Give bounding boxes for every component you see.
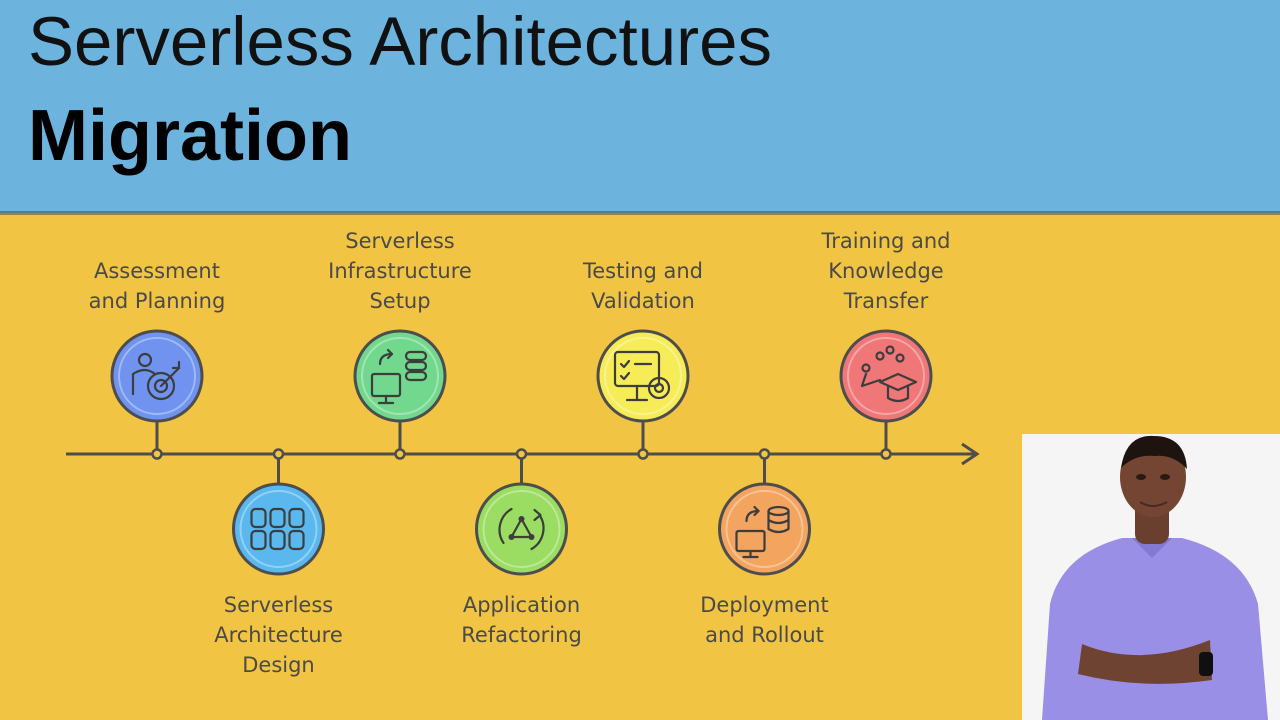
step-label-line: Knowledge [828,259,944,283]
timeline-step-deployment [718,448,811,576]
monitor-sync-icon [370,348,428,405]
timeline-node-dot [394,448,406,460]
step-label-line: Validation [591,289,695,313]
timeline-step-training [839,329,933,460]
header-banner: Serverless Architectures Migration [0,0,1280,213]
step-label-line: and Rollout [705,623,824,647]
step-label-assessment: Assessment and Planning [57,256,257,316]
presenter-video [1022,434,1280,720]
step-label-line: Deployment [700,593,829,617]
step-label-line: Architecture [214,623,343,647]
presenter-image [1022,434,1280,720]
server-grid-icon [250,507,305,551]
step-circle [232,482,325,576]
step-circle [596,329,690,423]
step-label-line: Application [462,593,581,617]
timeline-node-dot [515,448,528,460]
step-circle-inner-ring [361,337,439,415]
step-circle-inner-ring [482,490,561,568]
step-circle-inner-ring [239,490,318,568]
timeline-node-dot [272,448,285,460]
step-circle [839,329,933,423]
timeline-arrowhead [961,442,980,466]
step-label-line: and Planning [88,289,226,313]
step-circle [475,482,568,576]
step-label-line: Design [242,653,315,677]
step-circle-inner-ring [725,490,804,568]
step-label-line: Serverless [223,593,334,617]
timeline-step-testing [596,329,690,460]
step-circle [718,482,811,576]
step-label-line: Transfer [843,289,929,313]
refactor-cycle-icon [498,507,545,551]
title-line-1: Serverless Architectures [28,3,772,80]
timeline-step-infrastructure [353,329,447,460]
timeline-node-dot [151,448,163,460]
timeline-node-dot [880,448,892,460]
step-label-line: Assessment [94,259,220,283]
step-label-line: Infrastructure [328,259,472,283]
step-circle-inner-ring [604,337,682,415]
step-circle [110,329,204,423]
title-line-2: Migration [28,96,352,176]
timeline-step-refactoring [475,448,568,576]
target-person-icon [131,352,181,401]
checklist-gear-icon [613,350,671,402]
graduation-cap-icon [860,345,918,403]
step-label-deployment: Deployment and Rollout [665,590,865,650]
step-label-line: Serverless [345,229,455,253]
step-label-line: Training and [821,229,951,253]
timeline-node-dot [758,448,771,460]
timeline-step-assessment [110,329,204,460]
step-circle-inner-ring [847,337,925,415]
header-divider [0,211,1280,215]
timeline-step-design [232,448,325,576]
step-label-line: Refactoring [461,623,582,647]
deploy-database-icon [735,505,790,559]
step-circle-inner-ring [118,337,196,415]
step-label-line: Testing and [582,259,703,283]
timeline-node-dot [637,448,649,460]
step-label-line: Setup [369,289,431,313]
